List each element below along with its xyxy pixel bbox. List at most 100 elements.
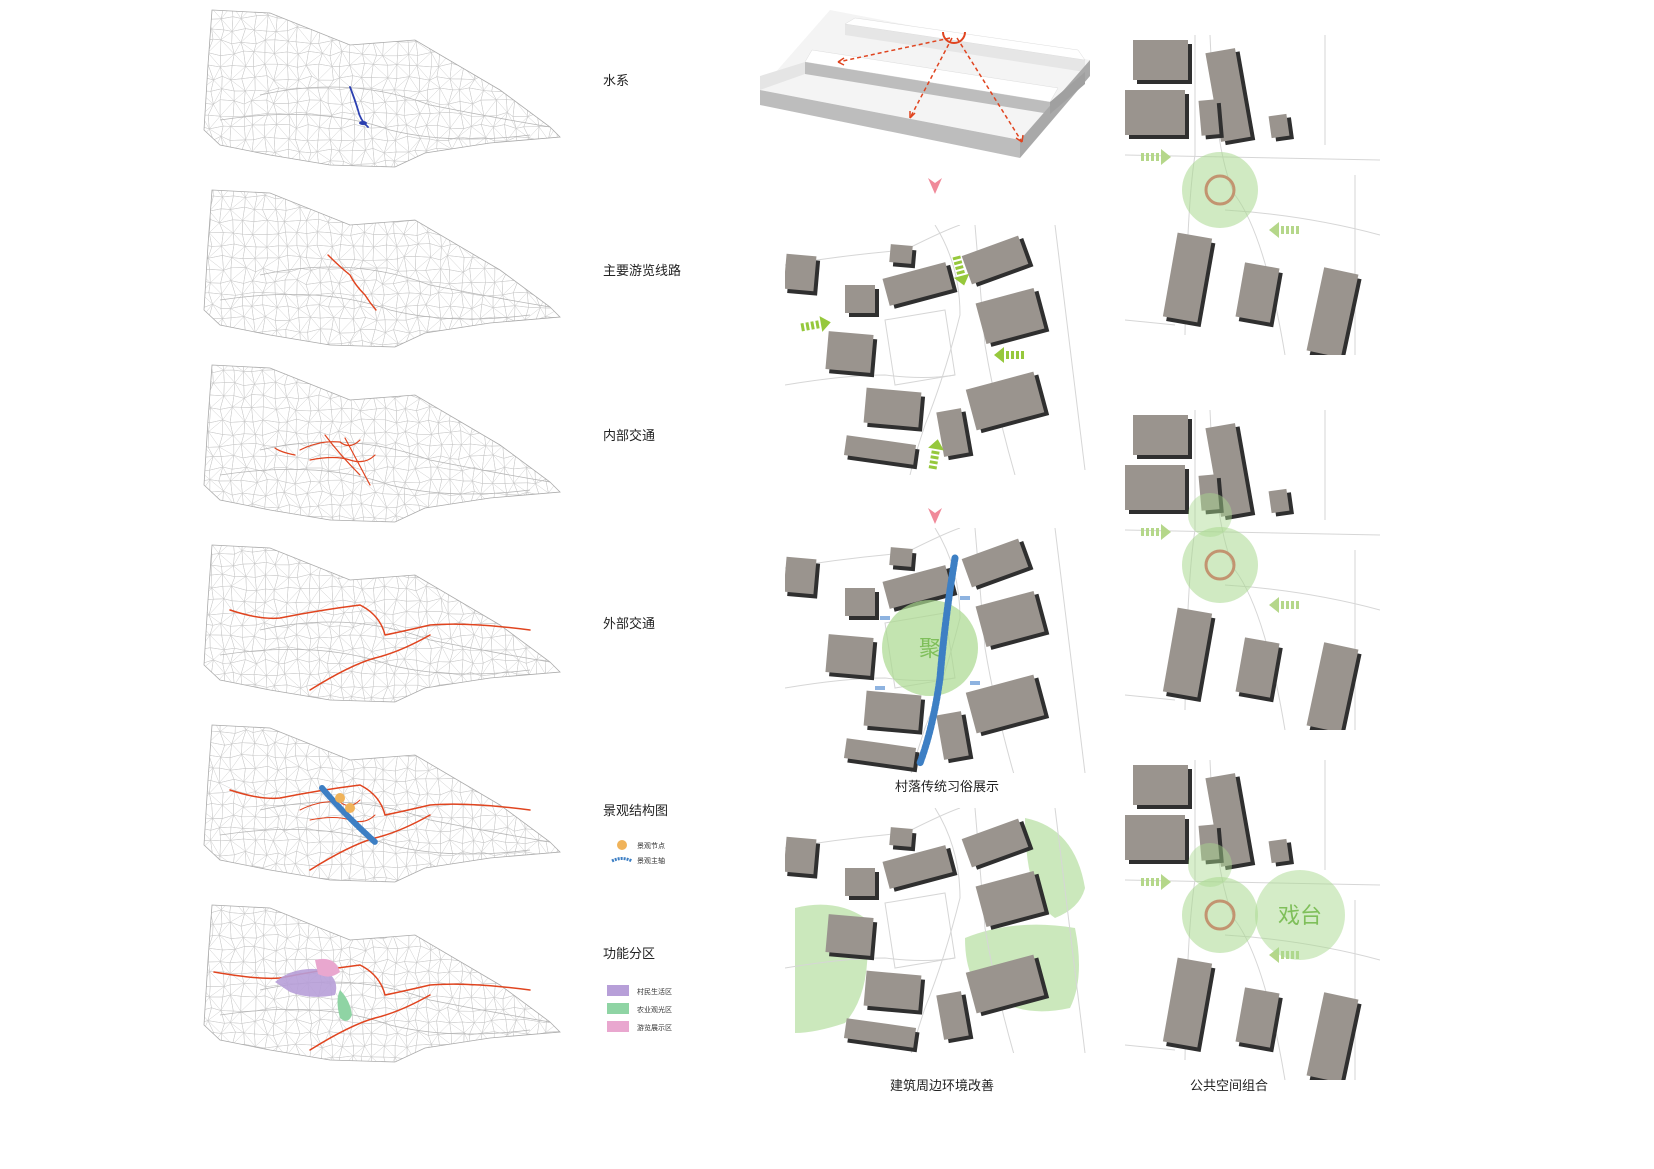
- label-water-system: 水系: [603, 74, 630, 89]
- terrain-mesh-water: [203, 9, 561, 168]
- site-plan-entrances: [785, 225, 1086, 475]
- caption-environment-improvement: 建筑周边环境改善: [890, 1079, 995, 1094]
- building: [1198, 474, 1224, 515]
- down-arrow-icon: [928, 178, 942, 194]
- building: [1162, 232, 1216, 328]
- road-edge: [910, 808, 961, 1053]
- building: [882, 845, 958, 892]
- plaza-ring: [1204, 174, 1236, 206]
- building: [1133, 415, 1192, 459]
- building: [882, 565, 958, 612]
- agri-zone: [337, 990, 352, 1021]
- legend-landscape-node: 景观节点: [637, 842, 665, 850]
- road-edge: [1054, 225, 1086, 471]
- building: [1162, 607, 1216, 703]
- building: [1133, 40, 1192, 84]
- building: [785, 556, 821, 599]
- terrace-sightline-diagram: [760, 10, 1090, 158]
- landscape-node: [345, 803, 355, 813]
- building: [843, 1018, 920, 1053]
- building: [785, 836, 821, 879]
- caption-public-space: 公共空间组合: [1190, 1079, 1269, 1094]
- building: [863, 970, 926, 1015]
- road-edge: [1125, 694, 1176, 701]
- plaza-ring: [1204, 899, 1236, 931]
- building: [1133, 765, 1192, 809]
- road-edge: [1125, 319, 1176, 326]
- terrain-mesh-landscape-structure: [203, 724, 561, 883]
- landscape-axis-line: [319, 785, 378, 845]
- public-plaza: [1182, 152, 1258, 228]
- building: [825, 914, 878, 961]
- external-road-network: [213, 964, 531, 1051]
- villager-zone: [275, 968, 337, 997]
- gathering-label: 聚: [919, 637, 941, 662]
- terrain-mesh-main-route: [203, 189, 561, 348]
- building: [1125, 90, 1189, 139]
- building: [1268, 838, 1294, 867]
- building: [961, 538, 1034, 590]
- down-arrow-icon: [928, 508, 942, 524]
- building: [1235, 262, 1283, 328]
- zone-agri-swatch: [607, 1003, 629, 1014]
- public-space-plan-1: [1125, 35, 1380, 355]
- road-edge: [909, 225, 961, 475]
- building: [961, 235, 1034, 287]
- building: [936, 991, 974, 1044]
- entry-arrow-icon: [800, 316, 831, 332]
- public-plaza: [1182, 877, 1258, 953]
- building: [1268, 113, 1294, 142]
- building: [1235, 637, 1283, 703]
- water-pond: [359, 121, 367, 125]
- label-function-zones: 功能分区: [603, 947, 656, 962]
- stage-area: [1255, 870, 1345, 960]
- road-edge: [1125, 1044, 1176, 1051]
- building: [845, 285, 879, 317]
- site-plan-gathering: 聚: [785, 528, 1086, 773]
- zone-villager-swatch: [607, 985, 629, 996]
- entry-arrow-icon: [994, 347, 1024, 363]
- building: [889, 547, 917, 572]
- landscape-node-icon: [617, 840, 627, 850]
- building: [1235, 987, 1283, 1053]
- building: [825, 331, 878, 378]
- public-plaza: [1188, 493, 1232, 537]
- public-space-plan-3: 戏台: [1125, 760, 1380, 1080]
- public-space-plan-2: [1125, 410, 1380, 730]
- building: [1205, 773, 1256, 871]
- entry-arrow-icon: [1141, 874, 1171, 890]
- building: [843, 435, 920, 470]
- building: [882, 262, 958, 309]
- legend-exhibit-zone: 游览展示区: [637, 1024, 672, 1032]
- terrain-mesh-function-zones: [203, 904, 561, 1063]
- building: [845, 588, 879, 620]
- building: [1306, 642, 1362, 730]
- terrain-mesh-external-traffic: [203, 544, 561, 703]
- building: [936, 711, 974, 764]
- entry-arrow-icon: [1269, 222, 1299, 238]
- building: [1198, 99, 1224, 140]
- legend-agri-zone: 农业观光区: [637, 1006, 672, 1014]
- entry-arrow-icon: [928, 439, 944, 470]
- building: [965, 674, 1050, 737]
- label-landscape-structure: 景观结构图: [603, 804, 669, 819]
- building: [1268, 488, 1294, 517]
- building: [863, 387, 926, 432]
- building: [1205, 48, 1256, 146]
- exhibit-zone: [315, 958, 340, 977]
- external-road-network: [229, 604, 531, 691]
- entry-arrow-icon: [1269, 597, 1299, 613]
- public-plaza: [1182, 527, 1258, 603]
- plaza-ring: [1204, 549, 1236, 581]
- road-edge: [1054, 808, 1086, 1053]
- road-edge: [884, 892, 956, 969]
- building: [1125, 815, 1189, 864]
- building: [965, 371, 1050, 434]
- building: [975, 287, 1050, 347]
- building: [843, 738, 920, 773]
- entry-arrow-icon: [1141, 149, 1171, 165]
- gathering-zone: [882, 600, 978, 696]
- building: [1125, 465, 1189, 514]
- building: [889, 827, 917, 852]
- terrain-mesh-internal-traffic: [203, 364, 561, 523]
